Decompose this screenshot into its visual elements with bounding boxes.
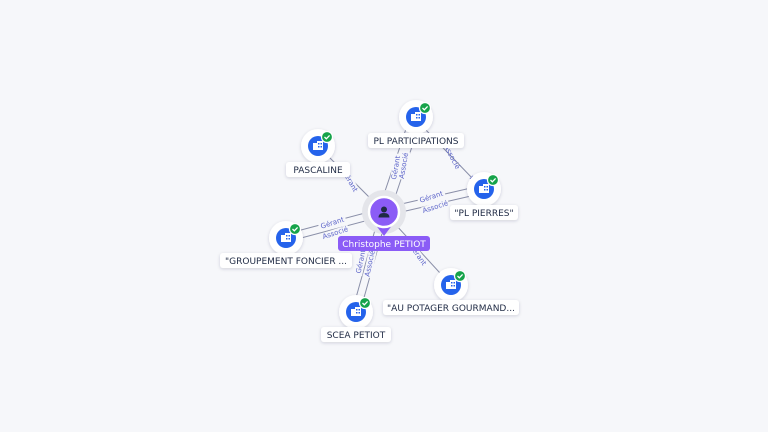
person-node-christophe-petiot[interactable]: Christophe PETIOT <box>338 190 430 251</box>
building-glyph <box>313 141 323 150</box>
company-node-pascaline[interactable]: PASCALINE <box>286 129 350 177</box>
person-label: Christophe PETIOT <box>342 240 426 250</box>
company-node-pl-pierres[interactable]: "PL PIERRES" <box>450 172 518 220</box>
verified-check-icon <box>453 269 467 283</box>
company-label: PASCALINE <box>293 166 343 176</box>
center-label-box <box>338 236 430 251</box>
node-label-box <box>220 253 352 268</box>
node-label-box <box>286 162 350 177</box>
edge-label-bg <box>420 198 450 216</box>
verified-check-icon <box>418 101 432 115</box>
company-label: "PL PIERRES" <box>454 209 513 219</box>
verified-check-icon <box>358 296 372 310</box>
company-label: SCEA PETIOT <box>327 331 386 341</box>
company-node-scea-petiot[interactable]: SCEA PETIOT <box>321 295 391 342</box>
company-node-pl-participations[interactable]: PL PARTICIPATIONS <box>368 100 464 148</box>
edge-label-bg <box>320 224 350 242</box>
company-node-au-potager-gourmand[interactable]: "AU POTAGER GOURMAND... <box>383 268 519 315</box>
company-label: PL PARTICIPATIONS <box>374 137 459 147</box>
edge-label-bg <box>416 188 446 206</box>
node-label-box <box>368 133 464 148</box>
person-icon <box>378 206 390 218</box>
verified-check-icon <box>320 130 334 144</box>
edge-label-bg <box>317 214 347 232</box>
building-glyph <box>446 280 456 289</box>
nodes-layer: PL PARTICIPATIONS PASCALINE <box>220 100 519 342</box>
edge-label-bg <box>397 151 411 181</box>
company-label: "GROUPEMENT FONCIER ... <box>225 257 347 267</box>
node-label-box <box>450 205 518 220</box>
edge-label-bg <box>354 247 368 277</box>
building-glyph <box>411 112 421 121</box>
building-glyph <box>351 307 361 316</box>
edge-label-bg <box>389 153 403 183</box>
company-label: "AU POTAGER GOURMAND... <box>387 304 515 314</box>
building-glyph <box>479 184 489 193</box>
edge-label-bg <box>363 249 377 279</box>
building-glyph <box>281 233 291 242</box>
verified-check-icon <box>486 173 500 187</box>
node-label-box <box>321 327 391 342</box>
node-label-box <box>383 300 519 315</box>
company-node-groupement-foncier[interactable]: "GROUPEMENT FONCIER ... <box>220 221 352 268</box>
verified-check-icon <box>288 222 302 236</box>
